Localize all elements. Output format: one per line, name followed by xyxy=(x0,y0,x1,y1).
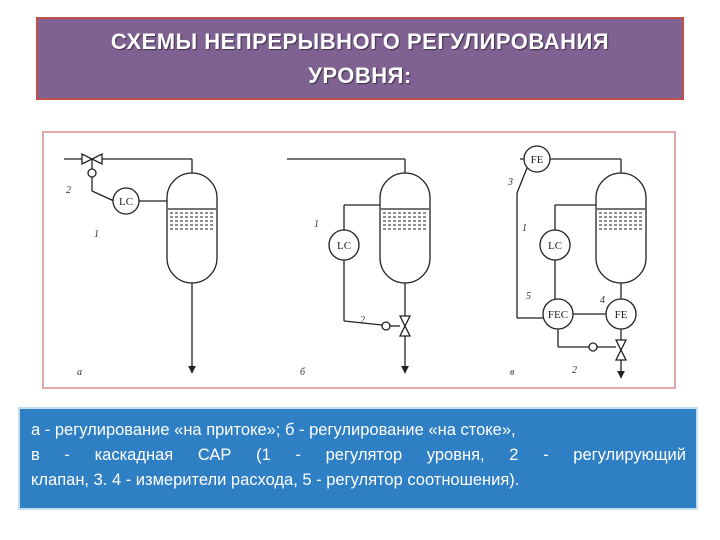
title-banner: СХЕМЫ НЕПРЕРЫВНОГО РЕГУЛИРОВАНИЯ УРОВНЯ: xyxy=(36,17,684,100)
fec-c-label: FEC xyxy=(548,309,568,321)
label-c-5: 5 xyxy=(526,291,531,302)
scheme-letter-a: а xyxy=(77,367,82,378)
vessel-a xyxy=(166,172,218,284)
diagram-svg: LC LC FE LC FEC FE 2 1 1 2 3 1 5 4 2 а б… xyxy=(64,145,647,379)
scheme-letter-b: б xyxy=(300,367,306,378)
fe-bottom-c-label: FE xyxy=(615,309,628,321)
scheme-letter-c: в xyxy=(510,367,515,378)
level-control-diagram: LC LC FE LC FEC FE 2 1 1 2 3 1 5 4 2 а б… xyxy=(42,131,676,389)
caption-line-3: клапан, 3. 4 - измерители расхода, 5 - р… xyxy=(31,471,520,489)
label-a-1: 1 xyxy=(94,229,99,240)
scheme-b xyxy=(287,158,431,374)
lc-c-label: LC xyxy=(548,240,562,252)
scheme-a xyxy=(64,152,218,374)
outlet-valve-c xyxy=(614,339,628,361)
scheme-c xyxy=(516,145,647,379)
label-c-3: 3 xyxy=(507,177,513,188)
lc-b-label: LC xyxy=(337,240,351,252)
lc-a-label: LC xyxy=(119,196,133,208)
label-c-2: 2 xyxy=(572,365,577,376)
outlet-valve-b xyxy=(398,315,412,337)
caption-line-2: в - каскадная САР (1 - регулятор уровня,… xyxy=(31,446,686,464)
label-c-4: 4 xyxy=(600,295,605,306)
label-c-1: 1 xyxy=(522,223,527,234)
label-b-1: 1 xyxy=(314,219,319,230)
caption-line-1: а - регулирование «на притоке»; б - регу… xyxy=(31,421,516,439)
caption-box: а - регулирование «на притоке»; б - регу… xyxy=(18,407,698,510)
label-b-2: 2 xyxy=(360,315,365,326)
inlet-valve-a xyxy=(81,152,103,166)
title-line-1: СХЕМЫ НЕПРЕРЫВНОГО РЕГУЛИРОВАНИЯ xyxy=(110,28,610,54)
vessel-b xyxy=(379,172,431,284)
title-line-2: УРОВНЯ: xyxy=(308,62,412,88)
fe-top-c-label: FE xyxy=(531,154,544,166)
label-a-2: 2 xyxy=(66,185,71,196)
vessel-c xyxy=(595,172,647,284)
